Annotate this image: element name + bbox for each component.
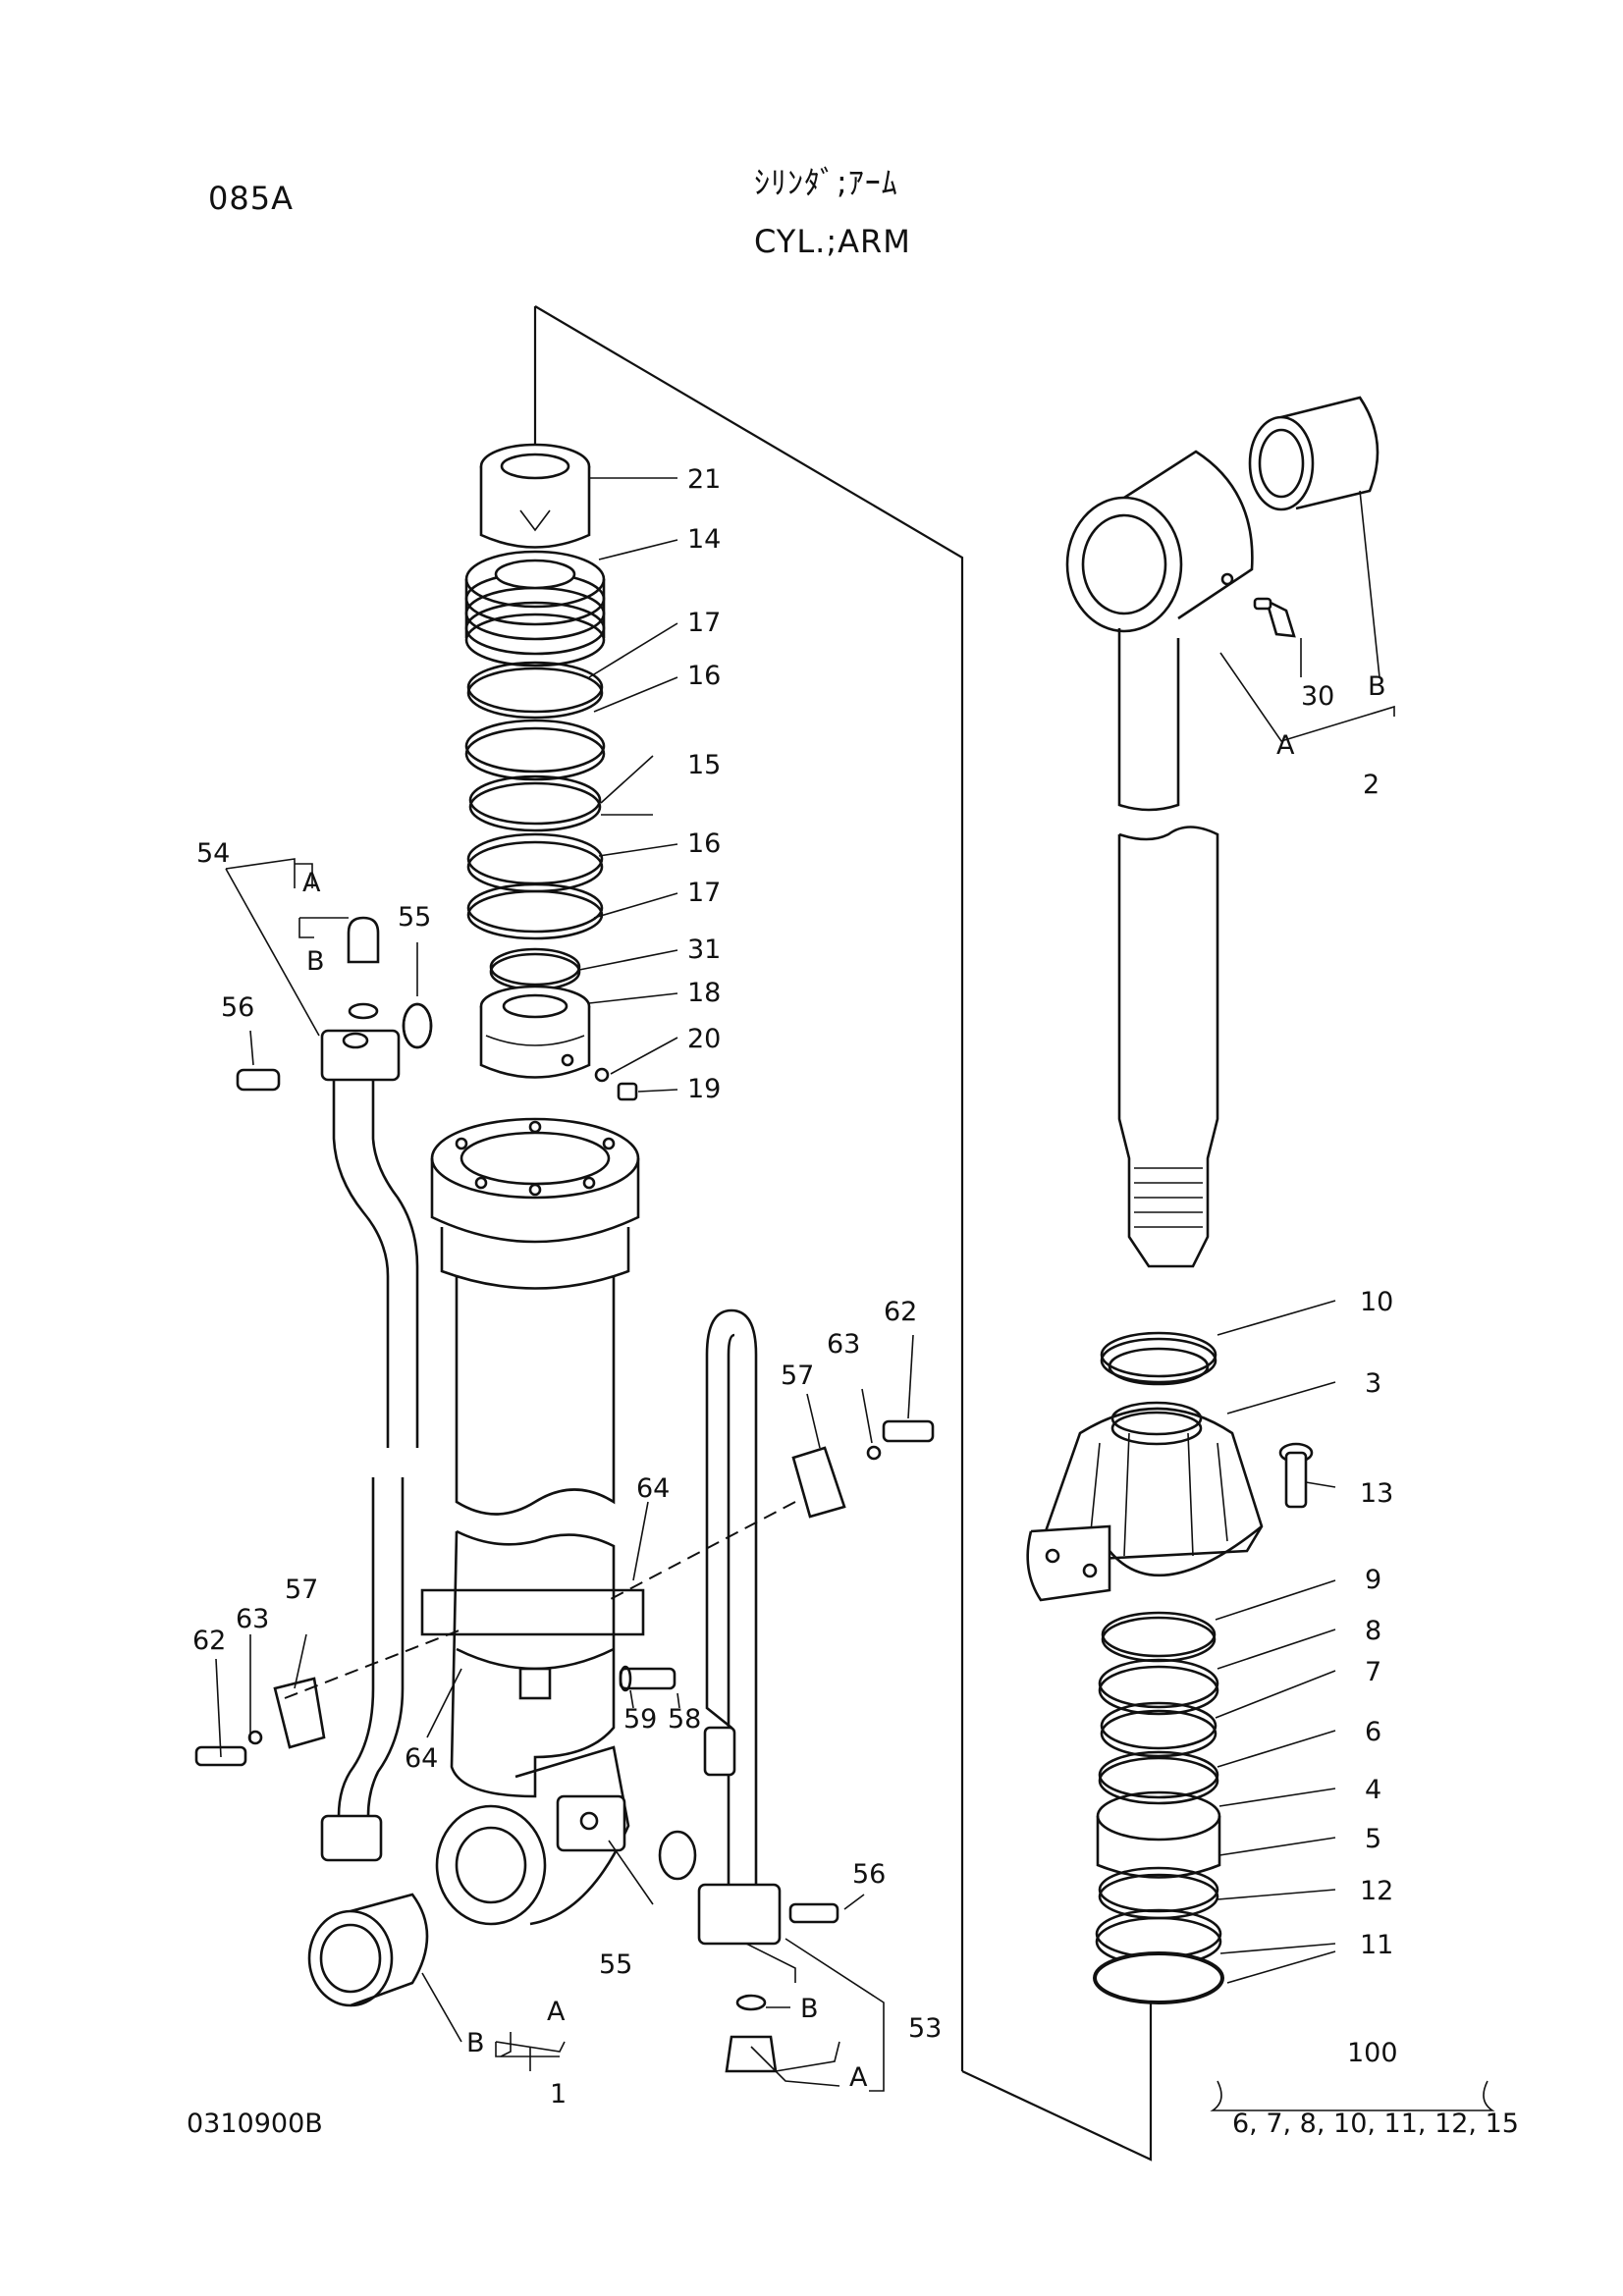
callout-53-B: B [800,1994,819,2024]
callout-53: 53 [908,2013,942,2044]
callout-62: 62 [884,1297,917,1327]
piston-rings-stack [464,661,606,991]
callout-56: 56 [221,992,254,1023]
callout-63: 63 [827,1329,860,1360]
callout-14: 14 [687,524,721,555]
callout-17: 17 [687,878,721,908]
bushing-2B [1248,396,1380,511]
callout-18: 18 [687,978,721,1008]
callout-1: 1 [550,2079,567,2109]
drawing-number: 0310900B [187,2109,323,2139]
callout-2: 2 [1363,770,1380,800]
callout-8: 8 [1365,1616,1381,1646]
clamp-band-64 [420,1588,645,1700]
callout-17: 17 [687,608,721,638]
rod-head-rings [1100,1331,1217,1386]
pipe-assembly-53 [697,1308,839,2073]
callout-2-B: B [1368,671,1386,702]
callout-55: 55 [599,1949,632,1980]
pipe-assembly-54 [236,916,433,1862]
callout-57: 57 [781,1361,814,1391]
callout-16: 16 [687,661,721,691]
rod-head-3 [1026,1401,1264,1602]
ball-20-and-screw-19 [594,1067,638,1101]
callout-12: 12 [1360,1876,1393,1906]
callout-3: 3 [1365,1368,1381,1399]
bolt-13 [1278,1442,1314,1509]
title-japanese: ｼﾘﾝﾀﾞ;ｱｰﾑ [754,164,898,201]
callout-56: 56 [852,1859,886,1890]
callout-54-A: A [302,868,321,898]
callout-19: 19 [687,1074,721,1104]
callout-64: 64 [636,1473,670,1504]
callout-21: 21 [687,464,721,495]
callout-5: 5 [1365,1824,1381,1854]
cylinder-tube [430,1117,640,1926]
callout-63: 63 [236,1604,269,1634]
callout-labels: 21 14 17 16 15 16 17 31 18 20 19 54 A B … [192,464,1393,2109]
callout-7: 7 [1365,1657,1381,1687]
callout-64: 64 [405,1743,438,1774]
callout-62: 62 [192,1626,226,1656]
callout-2-A: A [1276,730,1295,761]
callout-10: 10 [1360,1287,1393,1317]
callout-58: 58 [668,1704,701,1735]
head-seal-stack [1093,1611,1224,2004]
kit-number: 100 [1347,2038,1398,2068]
callout-31: 31 [687,934,721,965]
bolt-58-washer-59 [619,1665,676,1692]
piston-14 [464,550,606,667]
callout-30: 30 [1301,681,1334,712]
callout-6: 6 [1365,1717,1381,1747]
bracket-57-right [608,1419,935,1601]
callout-53-A: A [849,2062,868,2093]
callout-9: 9 [1365,1565,1381,1595]
grease-nipple-30 [1253,597,1296,638]
callout-1-A: A [547,1997,566,2027]
leader-lines [215,477,1495,2111]
callout-13: 13 [1360,1478,1393,1509]
assembly-frame-lines [533,305,1153,2162]
callout-57: 57 [285,1575,318,1605]
callout-11: 11 [1360,1930,1393,1960]
kit-contents: 6, 7, 8, 10, 11, 12, 15 [1232,2109,1519,2139]
page-code: 085A [208,180,294,217]
callout-20: 20 [687,1024,721,1054]
bushing-1B [307,1893,429,2007]
nut-18 [479,985,591,1079]
piston-rod-2 [1065,450,1254,1268]
oring-55 [402,1002,697,1881]
callout-15: 15 [687,750,721,780]
piston-nut-21 [479,443,591,549]
callout-54: 54 [196,838,230,869]
title-english: CYL.;ARM [754,223,911,260]
callout-1-B: B [466,2028,485,2058]
callout-4: 4 [1365,1775,1381,1805]
callout-59: 59 [623,1704,657,1735]
callout-55: 55 [398,902,431,933]
callout-54-B: B [306,946,325,977]
callout-16: 16 [687,828,721,859]
